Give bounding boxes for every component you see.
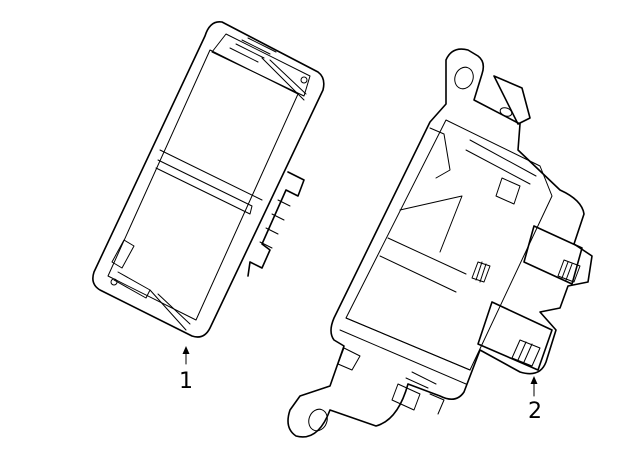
callout-2-label: 2	[528, 399, 542, 424]
part-2-module	[287, 48, 593, 438]
part-1-module	[92, 20, 325, 338]
callout-2-arrowhead	[530, 376, 538, 384]
callout-1: 1	[179, 346, 193, 394]
callout-2: 2	[528, 376, 542, 424]
callout-1-arrowhead	[182, 346, 190, 354]
callout-1-label: 1	[179, 369, 193, 394]
